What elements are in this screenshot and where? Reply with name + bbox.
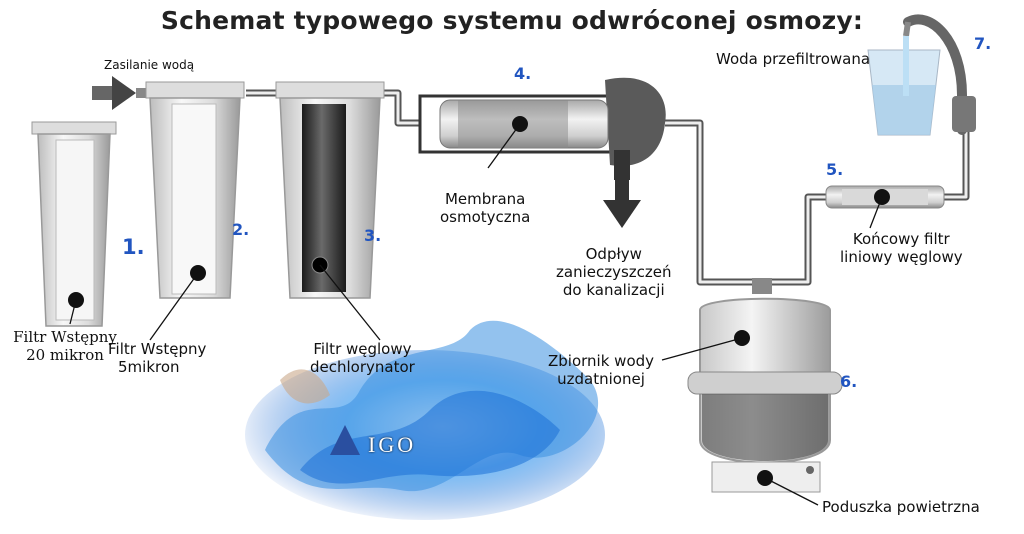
label-air-cushion: Poduszka powietrzna (822, 498, 980, 516)
step-number-3: 3. (364, 226, 382, 245)
filter-housing-1 (31, 121, 117, 327)
step-number-7: 7. (974, 34, 992, 53)
water-splash-logo (245, 320, 605, 520)
step-number-6: 6. (840, 372, 858, 391)
label-drain-line3: do kanalizacji (562, 281, 665, 299)
label-carbon-line1: Filtr węglowy (313, 340, 412, 358)
label-filter-5-line2: 5mikron (118, 358, 180, 376)
faucet-and-glass (867, 14, 976, 136)
label-membrane: Membrana osmotyczna (440, 190, 530, 226)
leader-lines (69, 123, 883, 506)
filter-housing-2 (145, 81, 245, 299)
step-number-4: 4. (514, 64, 532, 83)
label-membrane-line2: osmotyczna (440, 208, 531, 226)
storage-tank (687, 278, 843, 493)
step-number-2: 2. (232, 220, 250, 239)
membrane-housing (418, 77, 666, 180)
logo-text: IGO (368, 432, 417, 457)
filter-housing-3 (275, 81, 385, 299)
pipes-inner (246, 91, 968, 284)
label-drain: Odpływ zanieczyszczeń do kanalizacji (556, 245, 672, 299)
inlet-label: Zasilanie wodą (104, 58, 195, 72)
label-carbon-filter: Filtr węglowy dechlorynator (310, 340, 415, 376)
label-drain-line1: Odpływ (585, 245, 642, 263)
step-number-1: 1. (122, 235, 145, 259)
label-filter-5-micron: Filtr Wstępny 5mikron (108, 340, 206, 376)
inline-carbon-filter (825, 185, 945, 209)
label-filter-5-line1: Filtr Wstępny (108, 340, 207, 358)
page-title: Schemat typowego systemu odwróconej osmo… (160, 6, 864, 35)
label-filter-20-micron: Filtr Wstępny 20 mikron (10, 328, 120, 364)
label-product-water: Woda przefiltrowana (716, 50, 871, 68)
label-drain-line2: zanieczyszczeń (556, 263, 672, 281)
label-final-filter: Końcowy filtr liniowy węglowy (840, 230, 963, 266)
label-final-filter-line1: Końcowy filtr (852, 230, 950, 248)
label-filter-20-line2: 20 mikron (26, 346, 104, 364)
label-membrane-line1: Membrana (444, 190, 526, 208)
drain-arrow-icon (603, 178, 641, 228)
inlet-arrow-icon (92, 76, 150, 110)
label-tank-line1: Zbiornik wody (548, 352, 655, 370)
label-filter-20-line1: Filtr Wstępny (13, 328, 117, 346)
label-tank: Zbiornik wody uzdatnionej (548, 352, 654, 388)
step-number-5: 5. (826, 160, 844, 179)
label-tank-line2: uzdatnionej (557, 370, 645, 388)
label-final-filter-line2: liniowy węglowy (840, 248, 963, 266)
label-carbon-line2: dechlorynator (310, 358, 415, 376)
